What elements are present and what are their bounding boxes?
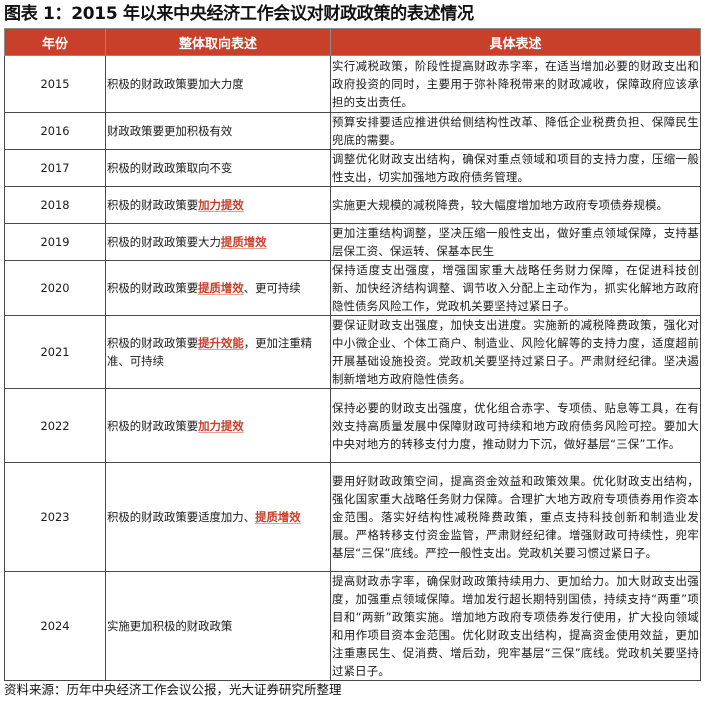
highlight-keyword: 加力提效 <box>198 198 244 212</box>
header-detail: 具体表述 <box>330 28 701 56</box>
source-note: 资料来源：历年中央经济工作会议公报，光大证券研究所整理 <box>4 682 342 697</box>
year-cell: 2015 <box>4 55 106 113</box>
summary-cell: 积极的财政政策要加力提效 <box>105 388 331 463</box>
figure-title: 图表 1：2015 年以来中央经济工作会议对财政政策的表述情况 <box>4 4 474 24</box>
summary-cell: 实施更加积极的财政政策 <box>105 571 331 681</box>
detail-cell: 调整优化财政支出结构，确保对重点领域和项目的支持力度，压缩一般性支出，切实加强地… <box>330 149 701 187</box>
detail-cell: 预算安排要适应推进供给侧结构性改革、降低企业税费负担、保障民生兜底的需要。 <box>330 112 701 150</box>
table-row: 2024 实施更加积极的财政政策 提高财政赤字率，确保财政政策持续用力、更加给力… <box>4 571 701 681</box>
summary-text: 积极的财政政策要 <box>107 418 199 433</box>
table-row: 2016 财政政策要更加积极有效 预算安排要适应推进供给侧结构性改革、降低企业税… <box>4 112 701 150</box>
detail-cell: 保持适度支出强度，增强国家重大战略任务财力保障，在促进科技创新、加快经济结构调整… <box>330 260 701 316</box>
highlight-keyword: 提质增效 <box>198 281 244 295</box>
table-row: 2023 积极的财政政策要适度加力、提质增效 要用好财政政策空间，提高资金效益和… <box>4 462 701 572</box>
year-cell: 2018 <box>4 186 106 224</box>
detail-cell: 更加注重结构调整，坚决压缩一般性支出，做好重点领域保障，支持基层保工资、保运转、… <box>330 223 701 261</box>
summary-text-tail: ，更加注重精准、可持续 <box>107 336 313 368</box>
detail-cell: 要保证财政支出强度，加快支出进度。实施新的减税降费政策，强化对中小微企业、个体工… <box>330 315 701 389</box>
summary-cell: 积极的财政政策要加力提效 <box>105 186 331 224</box>
summary-cell: 积极的财政政策要提质增效、更可持续 <box>105 260 331 316</box>
highlight-keyword: 加力提效 <box>198 418 244 433</box>
year-cell: 2020 <box>4 260 106 316</box>
summary-text-tail: 、更可持续 <box>243 281 301 295</box>
summary-text: 积极的财政政策要 <box>107 281 199 295</box>
highlight-keyword: 提升效能 <box>198 336 244 350</box>
table-row: 2019 积极的财政政策要大力提质增效 更加注重结构调整，坚决压缩一般性支出，做… <box>4 223 701 261</box>
table-row: 2020 积极的财政政策要提质增效、更可持续 保持适度支出强度，增强国家重大战略… <box>4 260 701 316</box>
year-cell: 2023 <box>4 462 106 572</box>
summary-text: 财政政策要更加积极有效 <box>107 124 233 138</box>
detail-cell: 实施更大规模的减税降费，较大幅度增加地方政府专项债券规模。 <box>330 186 701 224</box>
summary-text: 积极的财政政策要 <box>107 336 199 350</box>
year-cell: 2021 <box>4 315 106 389</box>
highlight-keyword: 提质增效 <box>220 235 267 249</box>
table-header-row: 年份 整体取向表述 具体表述 <box>4 28 701 56</box>
highlight-keyword: 提质增效 <box>255 510 301 524</box>
detail-cell: 提高财政赤字率，确保财政政策持续用力、更加给力。加大财政支出强度，加强重点领域保… <box>330 571 701 681</box>
detail-cell: 要用好财政政策空间，提高资金效益和政策效果。优化财政支出结构，强化国家重大战略任… <box>330 462 701 572</box>
header-summary: 整体取向表述 <box>105 28 331 56</box>
table-row: 2018 积极的财政政策要加力提效 实施更大规模的减税降费，较大幅度增加地方政府… <box>4 186 701 224</box>
summary-cell: 积极的财政政策要适度加力、提质增效 <box>105 462 331 572</box>
summary-cell: 积极的财政政策要提升效能，更加注重精准、可持续 <box>105 315 331 389</box>
table-row: 2021 积极的财政政策要提升效能，更加注重精准、可持续 要保证财政支出强度，加… <box>4 315 701 389</box>
summary-text: 积极的财政政策要 <box>107 198 199 212</box>
year-cell: 2022 <box>4 388 106 463</box>
summary-text: 积极的财政政策要加大力度 <box>107 77 244 91</box>
fiscal-policy-table: 年份 整体取向表述 具体表述 2015 积极的财政政策要加大力度 实行减税政策，… <box>4 28 701 681</box>
summary-text: 实施更加积极的财政政策 <box>107 619 233 633</box>
summary-cell: 积极的财政政策取向不变 <box>105 149 331 187</box>
header-year: 年份 <box>4 28 106 56</box>
detail-cell: 实行减税政策，阶段性提高财政赤字率，在适当增加必要的财政支出和政府投资的同时，主… <box>330 55 701 113</box>
year-cell: 2017 <box>4 149 106 187</box>
summary-cell: 积极的财政政策要大力提质增效 <box>105 223 331 261</box>
table-row: 2017 积极的财政政策取向不变 调整优化财政支出结构，确保对重点领域和项目的支… <box>4 149 701 187</box>
summary-text: 积极的财政政策取向不变 <box>107 161 233 175</box>
detail-cell: 保持必要的财政支出强度，优化组合赤字、专项债、贴息等工具，在有效支持高质量发展中… <box>330 388 701 463</box>
summary-cell: 积极的财政政策要加大力度 <box>105 55 331 113</box>
year-cell: 2016 <box>4 112 106 150</box>
summary-text: 积极的财政政策要适度加力、 <box>107 510 256 524</box>
table-row: 2015 积极的财政政策要加大力度 实行减税政策，阶段性提高财政赤字率，在适当增… <box>4 55 701 113</box>
year-cell: 2024 <box>4 571 106 681</box>
table-row: 2022 积极的财政政策要加力提效 保持必要的财政支出强度，优化组合赤字、专项债… <box>4 388 701 463</box>
summary-text: 积极的财政政策要大力 <box>107 235 221 249</box>
year-cell: 2019 <box>4 223 106 261</box>
summary-cell: 财政政策要更加积极有效 <box>105 112 331 150</box>
